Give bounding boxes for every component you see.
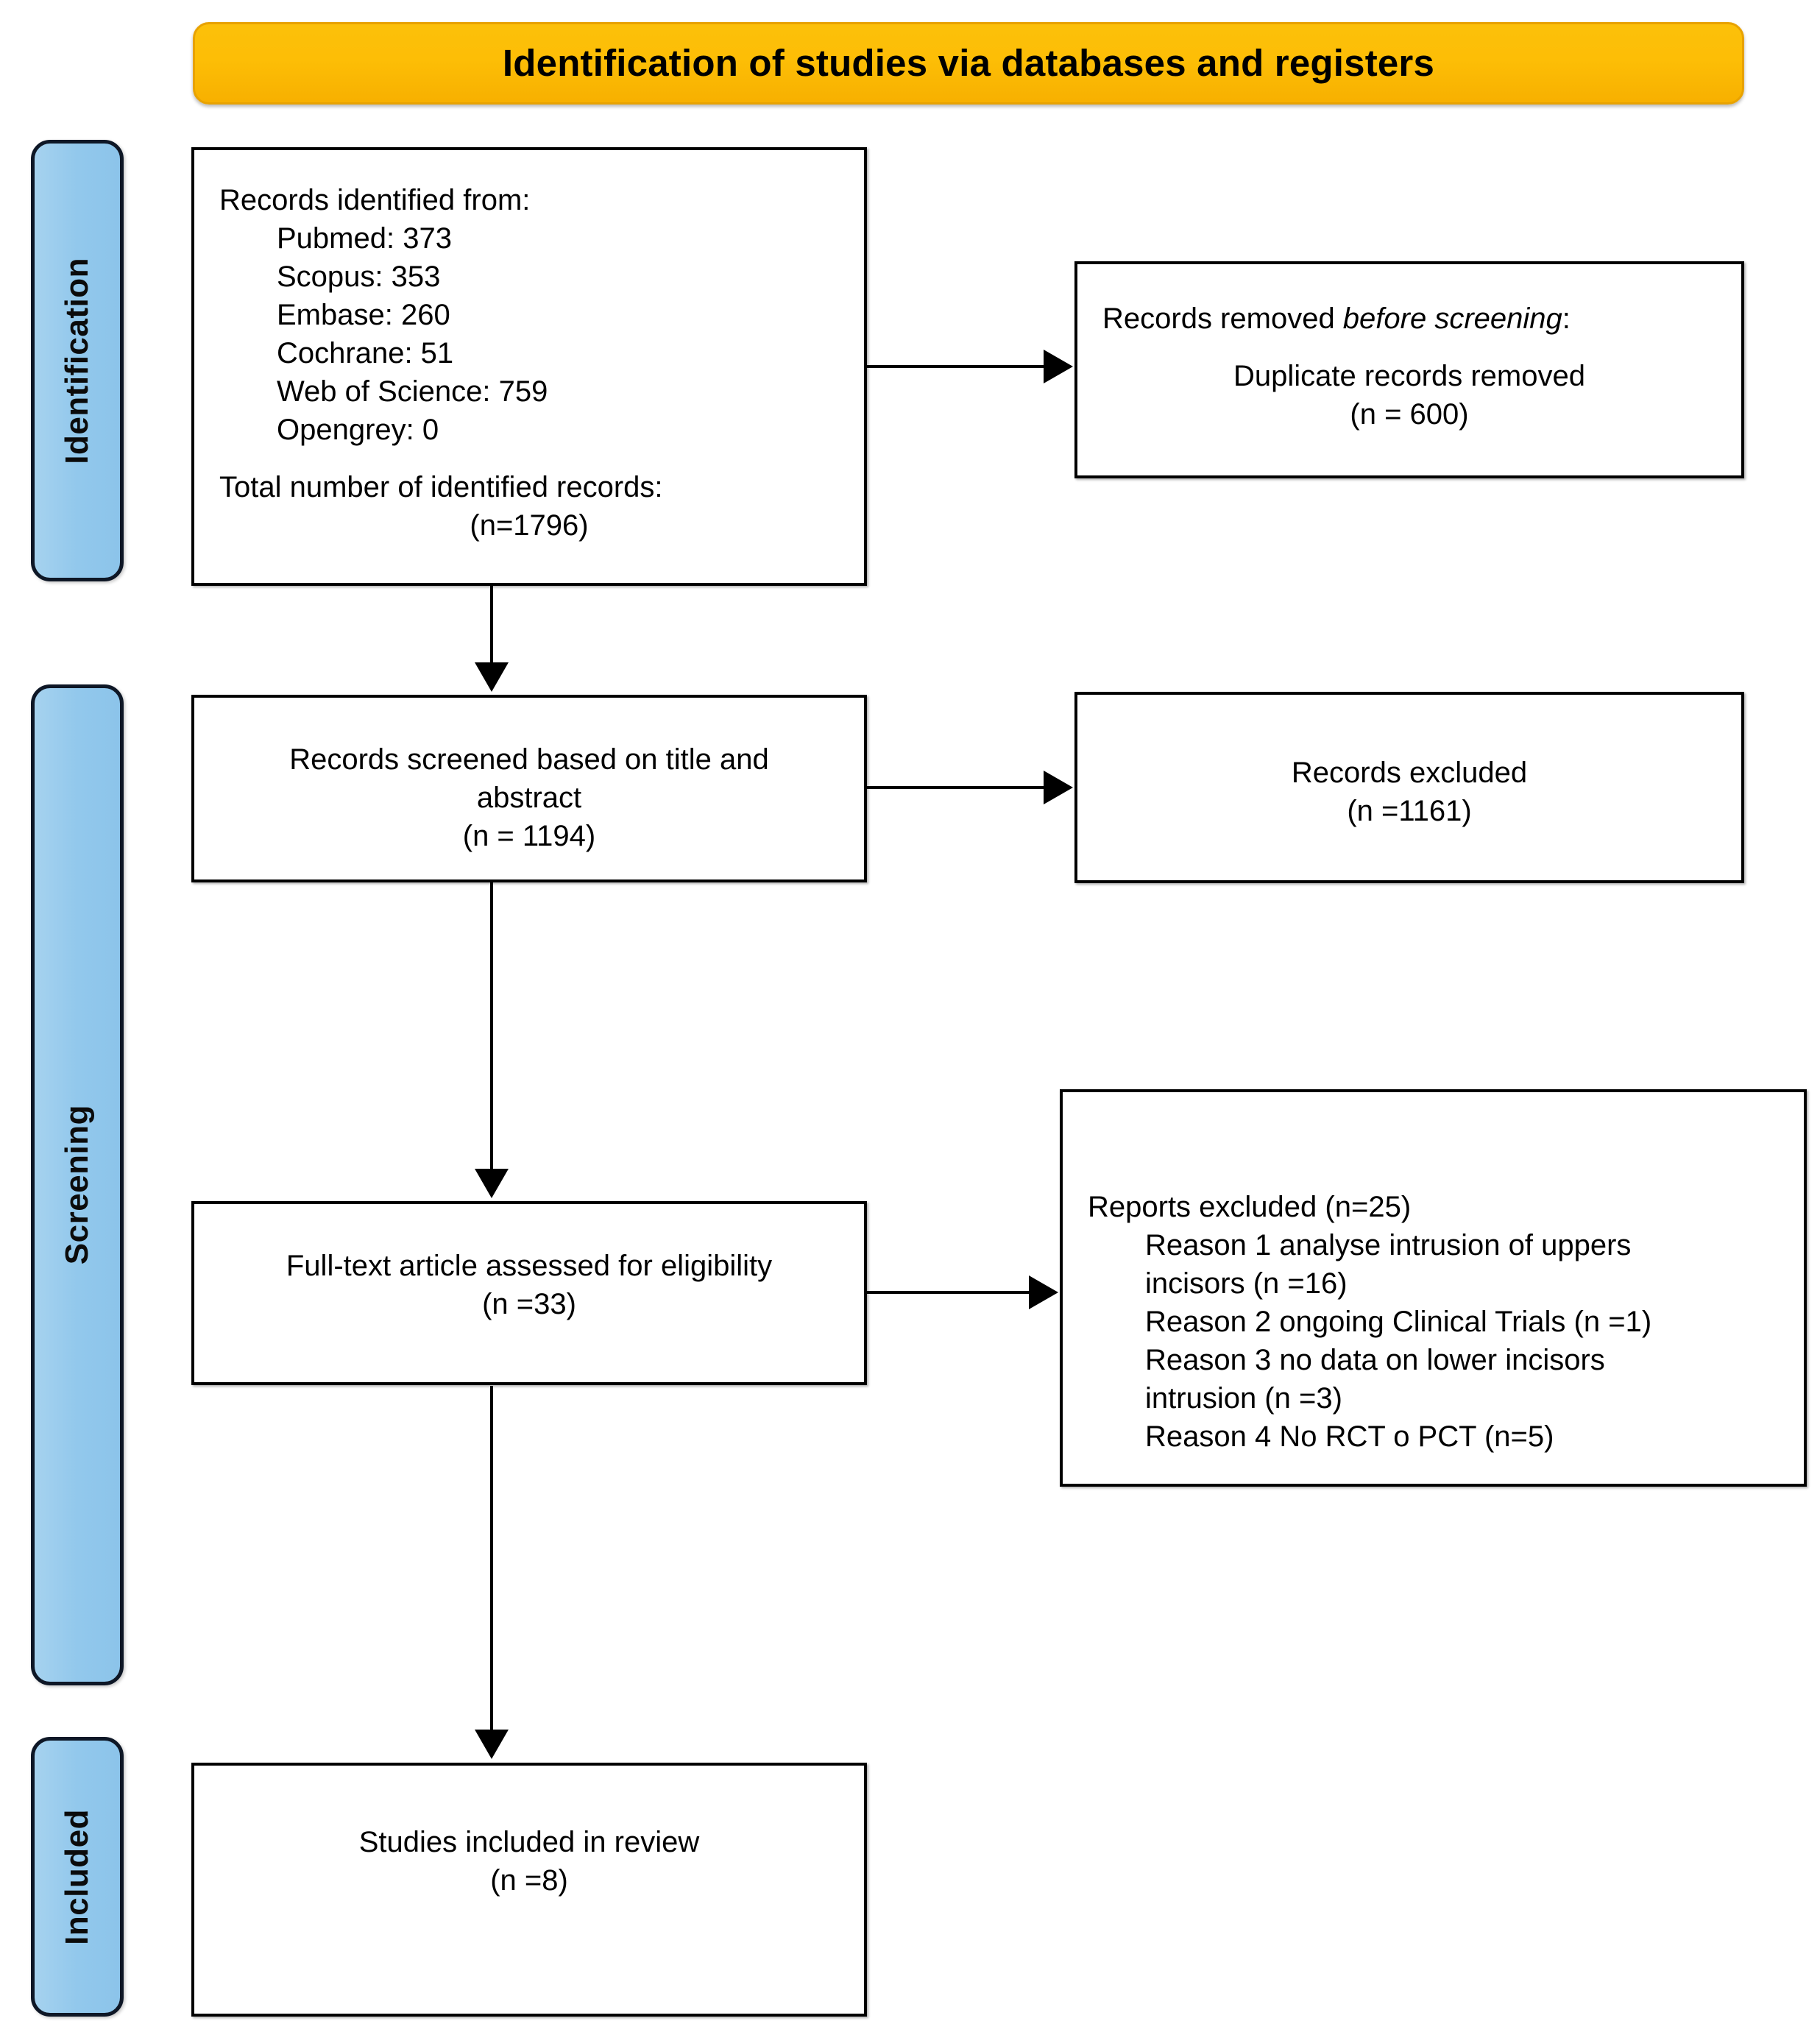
studies-included-label: Studies included in review [358,1826,700,1858]
stage-rail-label-screening: Screening [59,1105,95,1265]
records-removed-heading-emphasis: before screening [1342,302,1562,335]
stage-rail-identification: Identification [31,140,124,581]
source-scopus: Scopus: 353 [277,261,441,293]
records-excluded-label: Records excluded [1291,757,1528,789]
reports-excluded-heading: Reports excluded (n=25) [1088,1191,1412,1223]
records-identified-total-value: (n=1796) [470,509,589,542]
connector-fulltext-to-included [490,1386,493,1732]
records-screened-count: (n = 1194) [462,820,596,852]
box-records-identified-content: Records identified from: Pubmed: 373 Sco… [194,181,864,545]
source-opengrey: Opengrey: 0 [277,414,439,446]
stage-rail-label-included: Included [59,1808,95,1945]
box-records-excluded: Records excluded (n =1161) [1074,692,1744,883]
fulltext-assessed-count: (n =33) [482,1288,576,1320]
records-screened-line-2: abstract [476,782,582,814]
box-fulltext-assessed-content: Full-text article assessed for eligibili… [194,1247,864,1323]
source-web-of-science: Web of Science: 759 [277,375,548,408]
records-identified-heading: Records identified from: [219,184,531,216]
records-excluded-count: (n =1161) [1347,795,1472,827]
arrow-down-icon-screened-to-fulltext [475,1169,509,1198]
duplicate-records-removed-count: (n = 600) [1350,398,1469,431]
arrow-down-icon-fulltext-to-included [475,1730,509,1759]
reports-excluded-reason-2: Reason 2 ongoing Clinical Trials (n =1) [1145,1306,1652,1338]
connector-screened-to-fulltext [490,882,493,1169]
connector-fulltext-to-reports [867,1291,1032,1294]
box-records-removed-before-screening: Records removed before screening: Duplic… [1074,261,1744,478]
box-records-excluded-content: Records excluded (n =1161) [1077,754,1741,830]
spacer [1102,338,1716,357]
records-identified-total-label: Total number of identified records: [219,471,663,503]
box-reports-excluded-content: Reports excluded (n=25) Reason 1 analyse… [1063,1188,1804,1456]
connector-identified-to-screened [490,586,493,667]
reports-excluded-reason-3-line-2: intrusion (n =3) [1145,1382,1342,1415]
duplicate-records-removed-label: Duplicate records removed [1233,360,1585,392]
connector-screened-to-excluded [867,786,1047,789]
source-cochrane: Cochrane: 51 [277,337,454,369]
banner-title: Identification of studies via databases … [502,41,1435,84]
studies-included-count: (n =8) [490,1864,568,1897]
records-removed-heading-prefix: Records removed [1102,302,1343,335]
box-reports-excluded: Reports excluded (n=25) Reason 1 analyse… [1060,1089,1807,1487]
reports-excluded-reason-1-line-2: incisors (n =16) [1145,1267,1348,1300]
box-studies-included: Studies included in review (n =8) [191,1763,867,2017]
box-fulltext-assessed: Full-text article assessed for eligibili… [191,1201,867,1385]
source-pubmed: Pubmed: 373 [277,222,452,255]
reports-excluded-reason-3-line-1: Reason 3 no data on lower incisors [1145,1344,1605,1376]
source-embase: Embase: 260 [277,299,450,331]
arrow-right-icon-screened-to-excluded [1044,771,1073,804]
reports-excluded-reason-4: Reason 4 No RCT o PCT (n=5) [1145,1420,1554,1453]
stage-rail-label-identification: Identification [59,257,95,464]
box-records-removed-content: Records removed before screening: Duplic… [1077,300,1741,433]
records-removed-heading-suffix: : [1562,302,1571,335]
arrow-right-icon-identified-to-removed [1044,350,1073,383]
records-screened-line-1: Records screened based on title and [289,743,769,776]
arrow-down-icon-identified-to-screened [475,662,509,692]
box-records-identified: Records identified from: Pubmed: 373 Sco… [191,147,867,586]
box-records-screened-content: Records screened based on title and abst… [194,740,864,855]
box-studies-included-content: Studies included in review (n =8) [194,1823,864,1900]
stage-rail-screening: Screening [31,684,124,1685]
spacer [219,449,839,468]
reports-excluded-reason-1-line-1: Reason 1 analyse intrusion of uppers [1145,1229,1632,1261]
box-records-screened: Records screened based on title and abst… [191,695,867,882]
arrow-right-icon-fulltext-to-reports [1029,1275,1058,1309]
fulltext-assessed-label: Full-text article assessed for eligibili… [286,1250,773,1282]
connector-identified-to-removed [867,365,1047,368]
stage-rail-included: Included [31,1737,124,2017]
diagram-banner: Identification of studies via databases … [193,22,1744,105]
records-removed-heading: Records removed before screening: [1102,300,1716,338]
